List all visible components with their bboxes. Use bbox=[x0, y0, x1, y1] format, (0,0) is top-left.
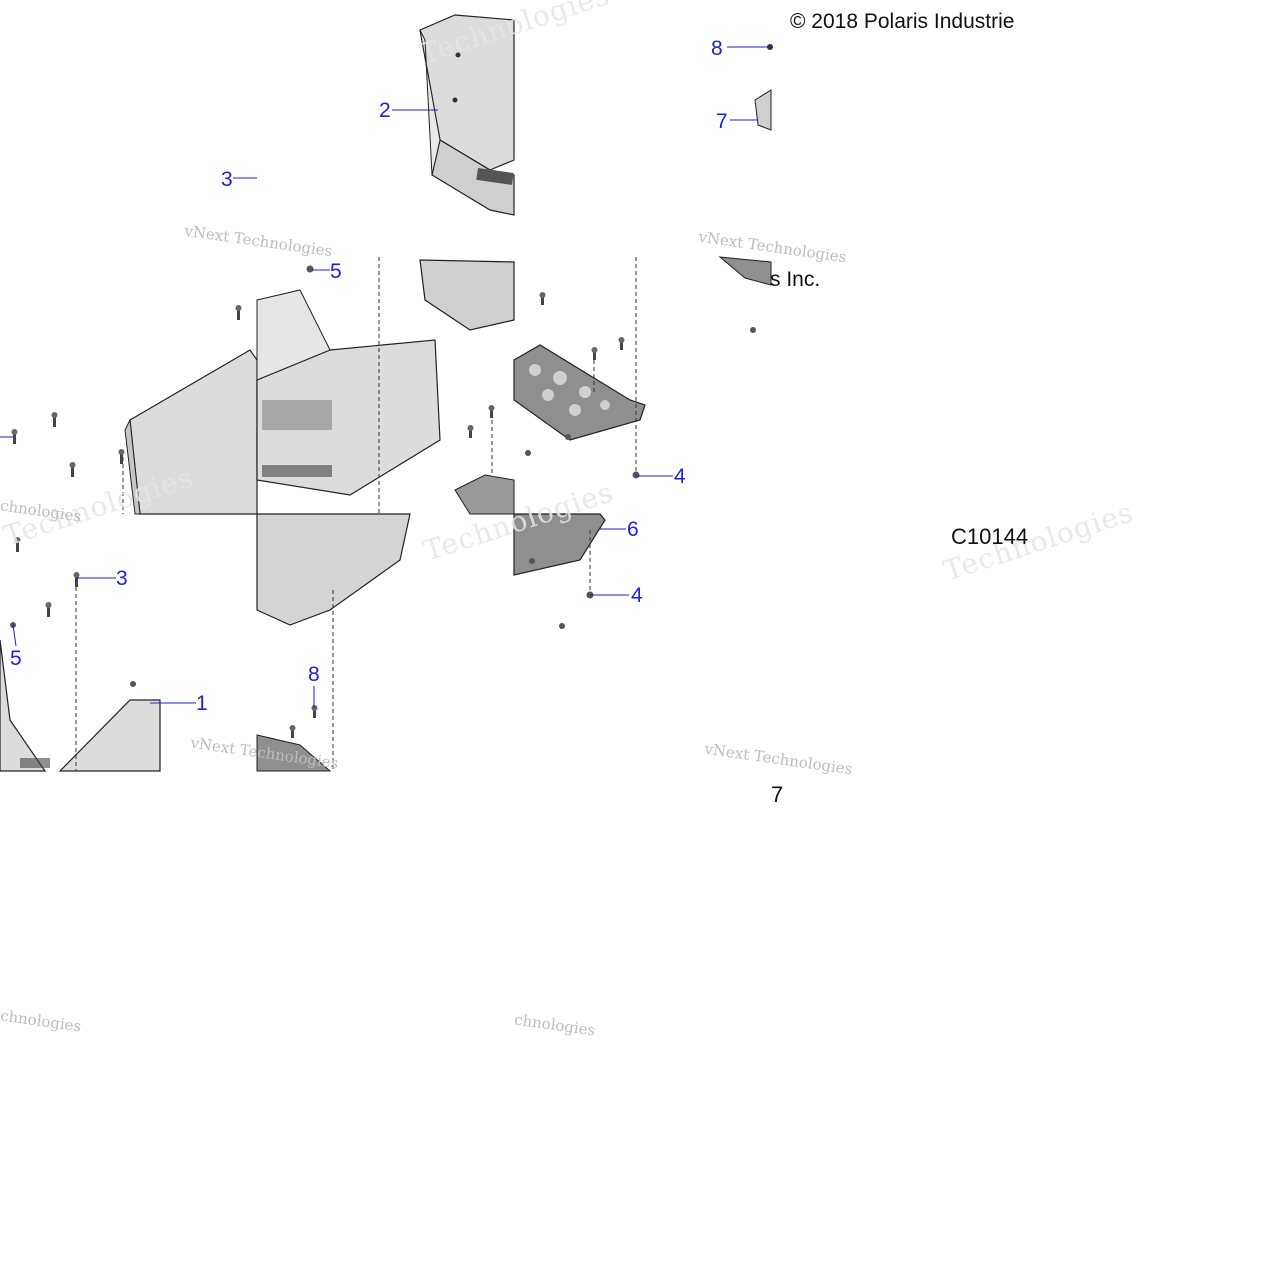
callout-3: 3 bbox=[221, 168, 233, 191]
part-bin-left bbox=[11, 305, 258, 515]
bolt-icon bbox=[591, 347, 598, 360]
figure-code: C10144 bbox=[951, 524, 1029, 549]
nut-icon bbox=[565, 434, 571, 440]
nut-icon bbox=[306, 265, 314, 273]
bolt-icon bbox=[45, 602, 52, 617]
bolt-icon bbox=[467, 425, 474, 438]
bolt-icon bbox=[539, 292, 546, 305]
part-2-bin-upper bbox=[419, 14, 515, 216]
bolt-icon bbox=[69, 462, 76, 477]
bolt-icon bbox=[488, 405, 495, 418]
part-1-bin-lower bbox=[0, 537, 161, 772]
part-6-footplate bbox=[513, 256, 772, 479]
callout-6: 6 bbox=[627, 518, 639, 541]
part-6-footplate-lower bbox=[513, 513, 606, 629]
bolt-icon bbox=[618, 337, 625, 350]
bolt-icon bbox=[118, 449, 125, 464]
nut-icon bbox=[130, 681, 136, 687]
copyright-text-tail: s Inc. bbox=[770, 268, 821, 291]
callout-3: 3 bbox=[116, 567, 128, 590]
copyright-text: © 2018 Polaris Industrie bbox=[790, 10, 1015, 33]
nut-icon bbox=[632, 471, 640, 479]
bolt-icon bbox=[14, 537, 21, 552]
callout-5: 5 bbox=[10, 647, 22, 670]
bolt-icon bbox=[289, 725, 296, 738]
callout-2: 2 bbox=[379, 99, 391, 122]
callout-4: 4 bbox=[631, 584, 643, 607]
bolt-icon bbox=[11, 429, 18, 444]
callout-8: 8 bbox=[711, 37, 723, 60]
nut-icon bbox=[559, 623, 565, 629]
bolt-icon bbox=[73, 572, 80, 587]
nut-icon bbox=[750, 327, 756, 333]
bolt-icon bbox=[51, 412, 58, 427]
callout-5: 5 bbox=[330, 260, 342, 283]
nut-icon bbox=[529, 558, 535, 564]
part-7-footplate-upper bbox=[754, 44, 773, 131]
part-bin-center bbox=[256, 257, 515, 515]
leader-lines bbox=[0, 46, 770, 708]
callout-1: 1 bbox=[196, 692, 208, 715]
part-bin-center-lower bbox=[256, 513, 411, 772]
nut-icon bbox=[525, 450, 531, 456]
figure-code-tail: 7 bbox=[771, 782, 784, 807]
callout-4: 4 bbox=[674, 465, 686, 488]
bolt-icon bbox=[235, 305, 242, 320]
callout-7: 7 bbox=[716, 110, 728, 133]
callout-8: 8 bbox=[308, 663, 320, 686]
